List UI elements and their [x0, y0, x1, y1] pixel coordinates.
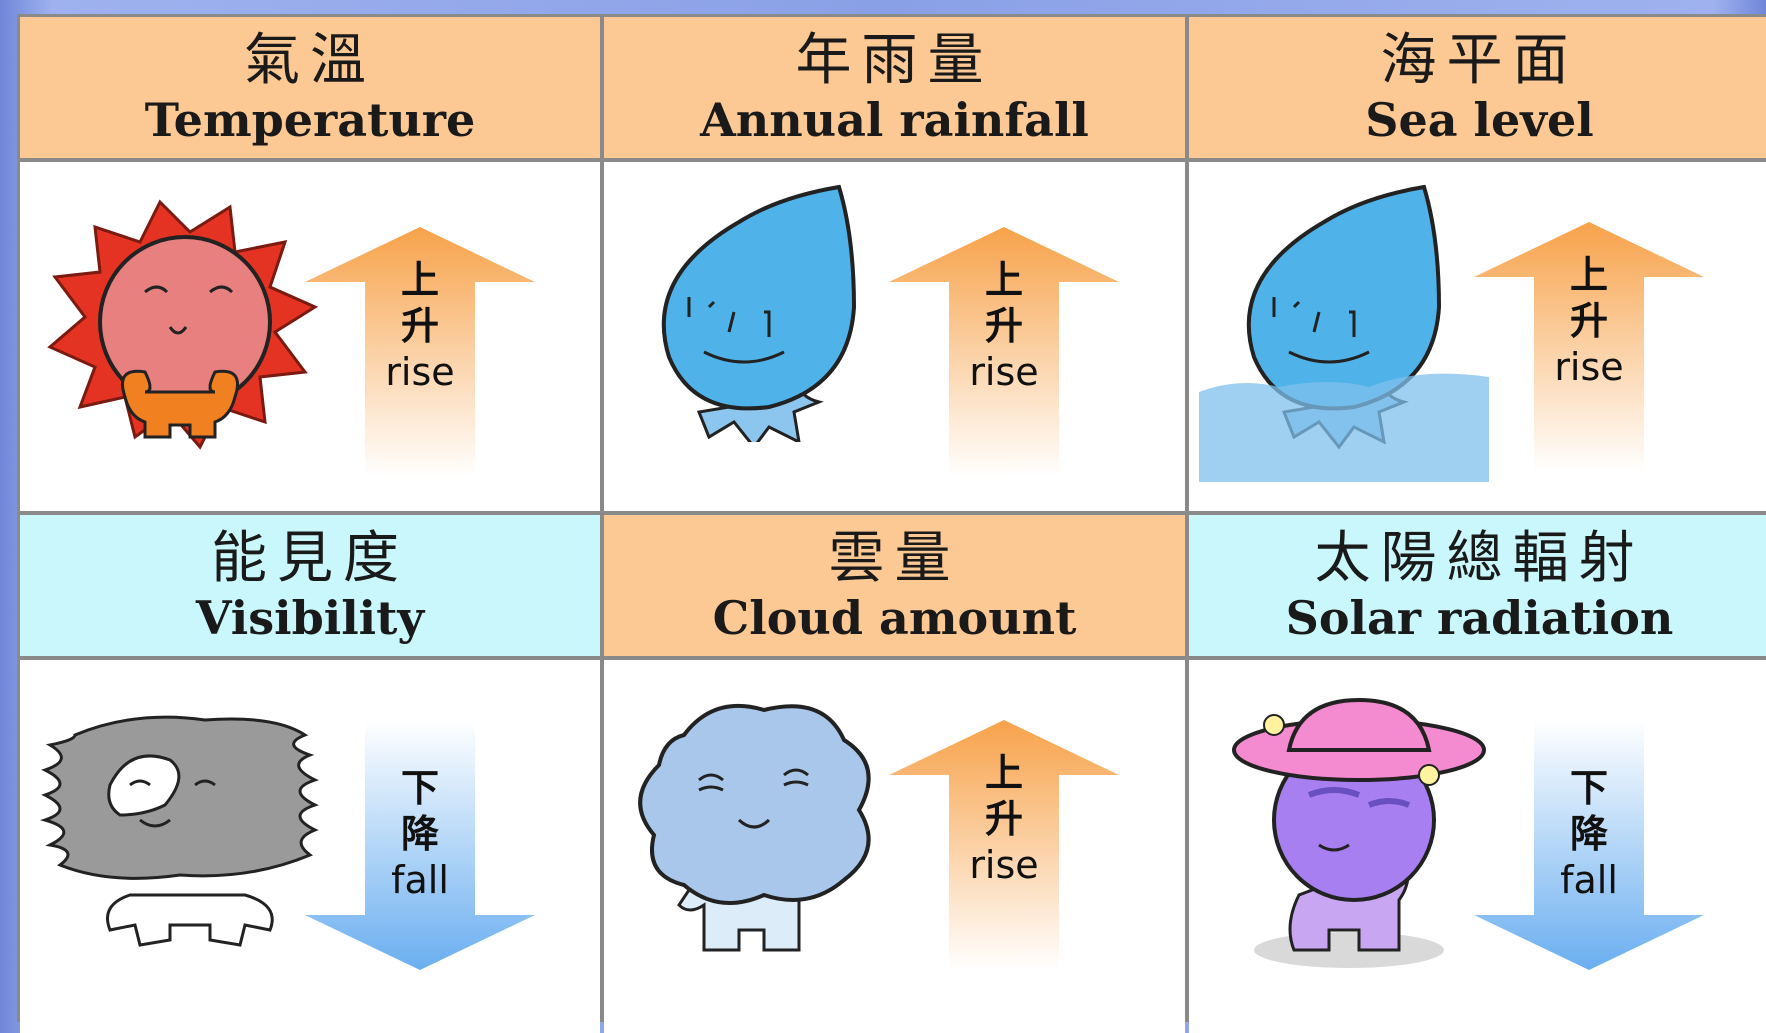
header-en: Solar radiation	[1285, 590, 1674, 645]
header-en: Temperature	[144, 92, 476, 147]
cell-cloud-amount: 上 升 rise	[604, 660, 1185, 1033]
arrow-down-icon	[305, 720, 535, 970]
header-zh: 太陽總輻射	[1314, 525, 1645, 591]
header-sea-level: 海平面 Sea level	[1189, 17, 1766, 158]
header-zh: 雲量	[828, 525, 961, 591]
trend-zh: 下 降	[1569, 766, 1608, 856]
header-en: Cloud amount	[712, 590, 1077, 645]
arrow-up-icon	[889, 227, 1119, 477]
trend-en: rise	[1554, 345, 1624, 389]
arrow-up-icon	[305, 227, 535, 477]
sea-water	[1199, 373, 1489, 482]
header-solar-radiation: 太陽總輻射 Solar radiation	[1189, 515, 1766, 656]
cloud-character-icon	[638, 703, 871, 952]
header-zh: 海平面	[1380, 27, 1579, 93]
header-zh: 氣溫	[244, 27, 376, 93]
water-drop-in-sea-character-icon	[1199, 184, 1489, 482]
water-drop-character-icon	[661, 184, 857, 442]
trend-en: fall	[391, 858, 449, 902]
trend-arrow-up: 上 升 rise	[1474, 222, 1704, 472]
arrow-up-icon	[889, 720, 1119, 970]
trend-en: fall	[1560, 858, 1618, 902]
trend-zh: 下 降	[400, 766, 439, 856]
hat-crown	[1286, 697, 1432, 752]
trend-arrow-up: 上 升 rise	[305, 227, 535, 477]
cell-temperature: 上 升 rise	[20, 162, 600, 511]
header-annual-rainfall: 年雨量 Annual rainfall	[604, 17, 1185, 158]
indicator-grid: 氣溫 Temperature 年雨量 Annual rainfall 海平面 S…	[17, 14, 1766, 1033]
header-cloud-amount: 雲量 Cloud amount	[604, 515, 1185, 656]
cell-solar-radiation: 下 降 fall	[1189, 660, 1766, 1033]
sun-character-icon	[47, 199, 319, 450]
cell-sea-level: 上 升 rise	[1189, 162, 1766, 511]
trend-en: rise	[969, 843, 1039, 887]
cell-annual-rainfall: 上 升 rise	[604, 162, 1185, 511]
trend-arrow-down: 下 降 fall	[305, 720, 535, 970]
shadow	[1254, 932, 1444, 968]
cell-visibility: 下 降 fall	[20, 660, 600, 1033]
header-en: Sea level	[1365, 92, 1594, 147]
trend-arrow-up: 上 升 rise	[889, 720, 1119, 970]
trend-zh: 上 升	[400, 258, 439, 348]
haze-character-icon	[39, 715, 319, 947]
trend-zh: 上 升	[984, 751, 1023, 841]
header-zh: 年雨量	[795, 27, 994, 93]
trend-en: rise	[969, 350, 1039, 394]
header-en: Annual rainfall	[700, 92, 1089, 147]
arrow-up-icon	[1474, 222, 1704, 472]
trend-zh: 上 升	[1569, 253, 1608, 343]
arrow-down-icon	[1474, 720, 1704, 970]
purple-character-with-hat-icon	[1232, 697, 1486, 968]
header-visibility: 能見度 Visibility	[20, 515, 600, 656]
trend-en: rise	[385, 350, 455, 394]
header-zh: 能見度	[211, 525, 409, 591]
trend-arrow-up: 上 升 rise	[889, 227, 1119, 477]
trend-arrow-down: 下 降 fall	[1474, 720, 1704, 970]
header-en: Visibility	[195, 590, 425, 645]
trend-zh: 上 升	[984, 258, 1023, 348]
header-temperature: 氣溫 Temperature	[20, 17, 600, 158]
